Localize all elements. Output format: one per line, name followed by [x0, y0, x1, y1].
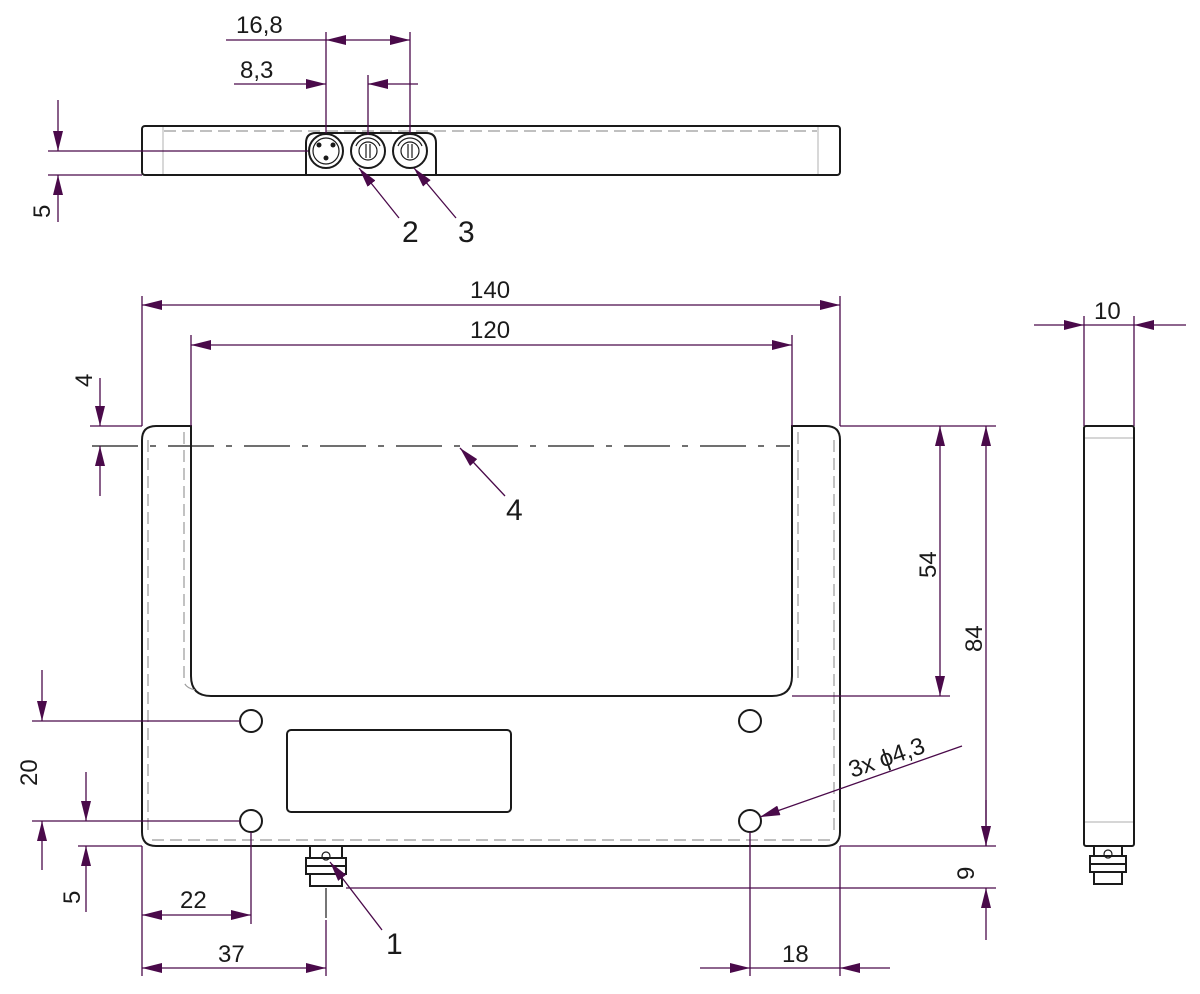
mounting-hole-lower-right	[738, 809, 762, 833]
dim-54: 54	[915, 551, 942, 578]
callout-1: 1	[386, 928, 403, 961]
front-view-hidden-edge	[147, 432, 835, 841]
mounting-hole-upper-right	[738, 709, 762, 733]
side-view: 10	[1034, 298, 1186, 885]
dim-16-8: 16,8	[236, 12, 283, 39]
dim-22: 22	[180, 887, 207, 914]
connector-1-m8	[308, 133, 344, 169]
side-view-body	[1083, 425, 1135, 847]
potentiometer-2	[350, 133, 386, 169]
connector-1-side	[305, 845, 347, 918]
dim-5-bottom: 5	[59, 891, 86, 904]
callout-2: 2	[402, 216, 419, 249]
label-area	[286, 729, 512, 813]
dim-20: 20	[16, 759, 43, 786]
dim-120: 120	[470, 317, 510, 344]
holes-note: 3x ϕ4,3	[845, 732, 928, 783]
dim-37: 37	[218, 941, 245, 968]
connector-block	[305, 132, 437, 175]
front-view-body	[141, 425, 841, 847]
dim-18: 18	[782, 941, 809, 968]
potentiometer-3	[392, 133, 428, 169]
side-view-connector	[1089, 845, 1127, 885]
mounting-hole-upper-left	[239, 709, 263, 733]
dim-5-top: 5	[29, 205, 56, 218]
callout-4: 4	[506, 494, 523, 527]
mounting-hole-lower-left	[239, 809, 263, 833]
dim-8-3: 8,3	[240, 57, 273, 84]
top-view: 16,8 8,3 5 2 3	[29, 12, 841, 249]
dim-9: 9	[953, 867, 980, 880]
front-view: 140 120 4 4 54 84 9 20	[16, 277, 996, 976]
dim-84: 84	[961, 625, 988, 652]
callout-3: 3	[458, 216, 475, 249]
dim-4: 4	[71, 374, 98, 387]
dim-140: 140	[470, 277, 510, 304]
dim-10: 10	[1094, 298, 1121, 325]
